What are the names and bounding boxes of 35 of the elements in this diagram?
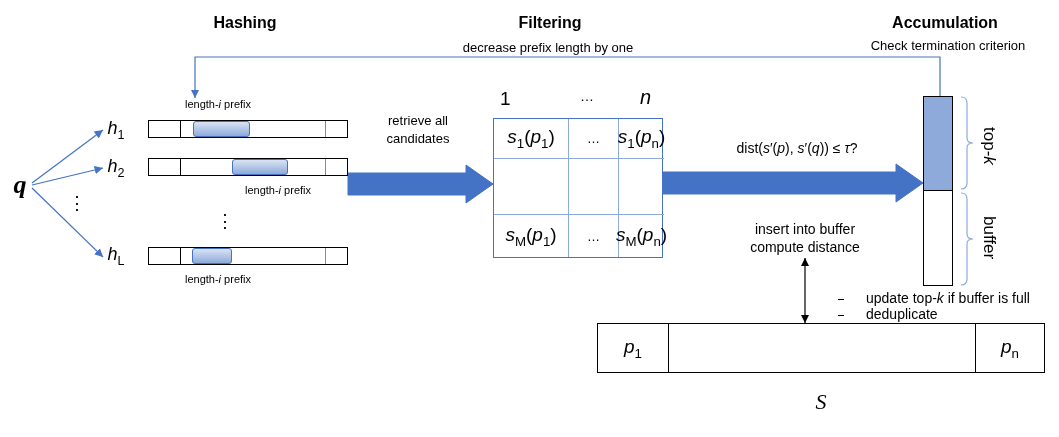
column-number: 1	[500, 88, 511, 110]
hash-function-label: h$_{1}$	[106, 118, 126, 142]
arrow	[190, 56, 941, 99]
stack-label: buffer	[979, 215, 999, 262]
column-ellipsis: …	[580, 88, 594, 104]
arrow	[31, 187, 104, 258]
prefix-label: length-i prefix	[243, 184, 313, 196]
prefix-label: length-i prefix	[183, 273, 253, 285]
query-label: q	[12, 170, 28, 200]
array-name: S	[814, 389, 828, 415]
table-cell: …	[569, 119, 619, 159]
note-text: Check termination criterion	[869, 38, 1027, 53]
hash-function-label: h$_{L}$	[106, 244, 126, 268]
vertical-ellipsis: ⋮	[68, 192, 86, 214]
bullet-text: update top-k if buffer is full	[866, 290, 1030, 306]
step-text: insert into buffer compute distance	[749, 220, 861, 256]
stack-label: top-k	[979, 126, 999, 167]
table-cell: s$_{M}$(p$_{1}$)	[494, 215, 569, 257]
vertical-ellipsis: ⋮	[216, 210, 234, 232]
arrow	[31, 165, 104, 186]
bullet-text: deduplicate	[866, 306, 938, 322]
array-cell: p$_{1}$	[624, 335, 642, 361]
section-heading: Hashing	[212, 14, 278, 32]
section-heading: Filtering	[517, 14, 583, 32]
prefix-label: length-i prefix	[183, 98, 253, 110]
section-heading: Accumulation	[891, 14, 999, 32]
hash-function-label: h$_{2}$	[106, 156, 126, 180]
arrow	[31, 129, 104, 184]
table-cell: s$_{1}$(p$_{n}$)	[619, 119, 664, 159]
arrow	[800, 257, 810, 324]
table-cell: s$_{1}$(p$_{1}$)	[494, 119, 569, 159]
array-cell: p$_{n}$	[1001, 335, 1019, 361]
block-arrow	[662, 163, 924, 203]
block-arrow	[347, 164, 494, 204]
column-number: n	[640, 86, 652, 109]
